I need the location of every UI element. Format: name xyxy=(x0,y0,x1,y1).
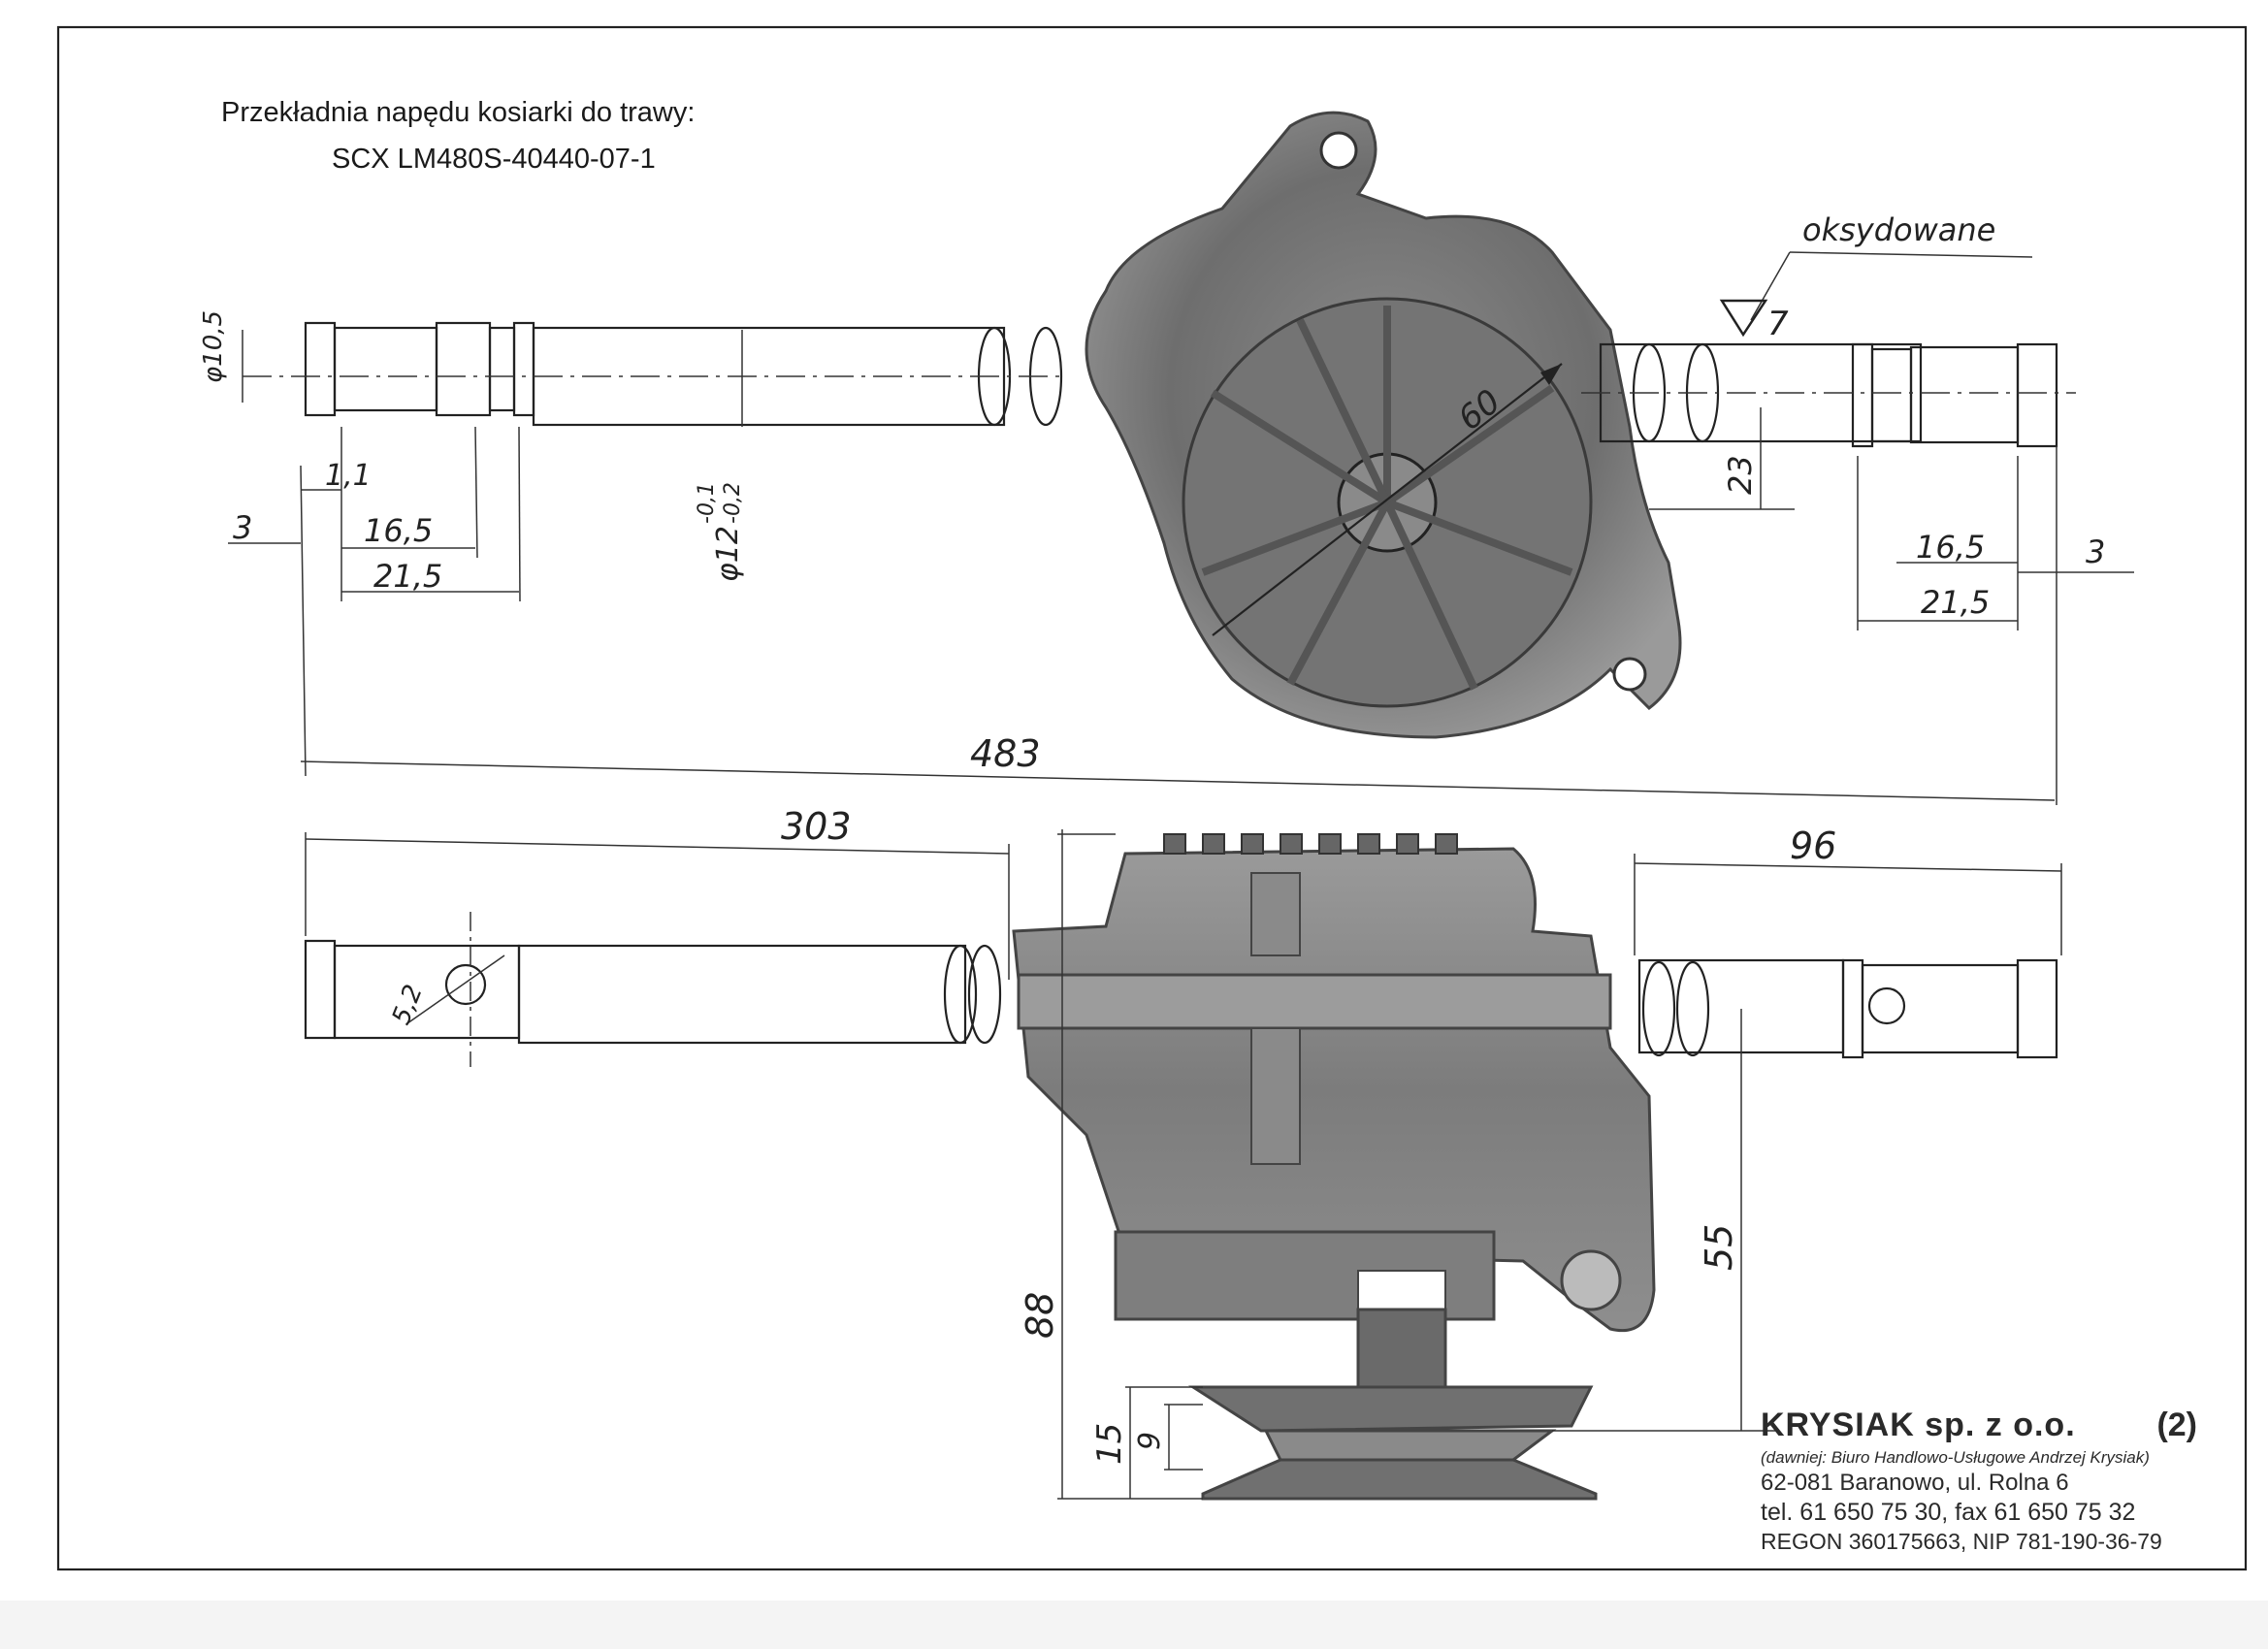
surface-note: oksydowane xyxy=(1802,211,1995,248)
gearbox-housing-front xyxy=(1012,833,1656,1501)
right-shaft-top xyxy=(1581,342,2076,448)
company-stamp: KRYSIAK sp. z o.o. (2) (dawniej: Biuro H… xyxy=(1761,1406,2207,1555)
left-shaft-top xyxy=(243,321,1067,427)
dim-shaft-diameter: φ12 xyxy=(711,526,745,582)
dim-flat-len-left: 21,5 xyxy=(373,558,442,595)
dim-groove-pos-left: 16,5 xyxy=(364,512,433,549)
dim-left-length: 303 xyxy=(781,805,852,848)
front-dimension-lines xyxy=(305,829,2062,1500)
dim-hole-diameter: 5,2 xyxy=(387,981,429,1029)
drawing-title: Przekładnia napędu kosiarki do trawy: xyxy=(221,97,696,128)
roughness-symbol xyxy=(1719,299,1768,338)
right-shaft-front xyxy=(1637,958,2058,1059)
gearbox-housing-top xyxy=(1085,111,1682,739)
company-registry: REGON 360175663, NIP 781-190-36-79 xyxy=(1761,1529,2162,1554)
dim-pulley-height: 55 xyxy=(1698,1224,1740,1271)
dim-end-left: 3 xyxy=(233,509,252,546)
dim-height-total: 88 xyxy=(1019,1292,1061,1339)
top-view: oksydowane 7 φ10,5 1,1 3 16,5 21,5 φ12 -… xyxy=(199,111,2134,805)
dim-overall-length: 483 xyxy=(970,732,1041,775)
left-shaft-front xyxy=(304,912,1002,1067)
company-phone: tel. 61 650 75 30, fax 61 650 75 32 xyxy=(1761,1499,2136,1526)
drawing-part-number: SCX LM480S-40440-07-1 xyxy=(332,144,656,175)
dim-groove-pos-right: 16,5 xyxy=(1916,529,1985,566)
dim-groove-depth: 9 xyxy=(1133,1432,1167,1450)
top-dimension-lines xyxy=(228,251,2134,805)
scan-edge xyxy=(0,1600,2268,1649)
dim-end-right: 3 xyxy=(2086,534,2105,570)
dim-right-length: 96 xyxy=(1790,824,1836,867)
front-view: 303 96 5,2 88 55 15 9 xyxy=(304,805,2062,1501)
company-name: KRYSIAK sp. z o.o. xyxy=(1761,1406,2076,1443)
dim-groove-width: 1,1 xyxy=(325,459,372,493)
dim-axis-height: 23 xyxy=(1722,455,1759,495)
dim-pulley-width: 15 xyxy=(1090,1423,1129,1465)
dim-shaft-tol-upper: -0,1 xyxy=(695,482,719,524)
sheet-number: (2) xyxy=(2156,1406,2197,1443)
company-formerly: (dawniej: Biuro Handlowo-Usługowe Andrze… xyxy=(1761,1448,2150,1467)
roughness-value: 7 xyxy=(1767,305,1789,343)
drawing-frame xyxy=(56,25,2248,1571)
dim-groove-diameter: φ10,5 xyxy=(199,310,228,383)
company-address: 62-081 Baranowo, ul. Rolna 6 xyxy=(1761,1470,2069,1496)
dim-shaft-tol-lower: -0,2 xyxy=(721,482,745,524)
dim-flat-len-right: 21,5 xyxy=(1921,584,1990,621)
